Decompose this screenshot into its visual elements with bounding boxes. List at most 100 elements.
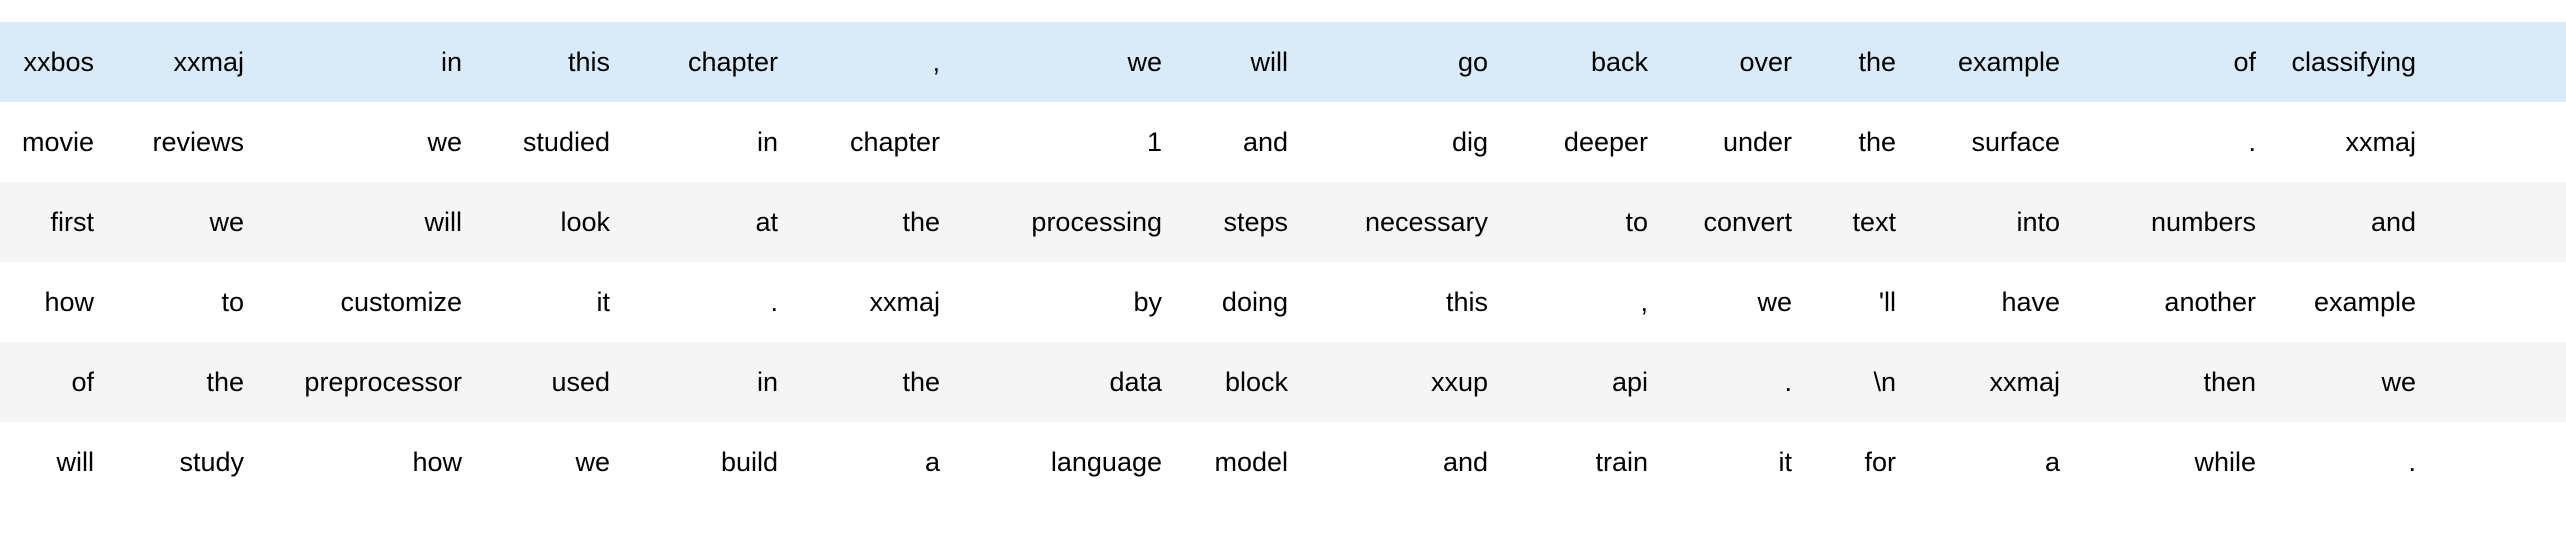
table-cell: studied <box>522 126 610 157</box>
table-cell: into <box>2016 206 2060 237</box>
table-header-cell: classifying <box>2291 46 2416 77</box>
table-header-cell: in <box>440 46 462 77</box>
tokenized-text-table: xxbos xxmaj in this chapter, we will go back over… <box>0 22 2566 502</box>
table-cell: preprocessor <box>304 366 462 397</box>
table-row: movie reviews we studied in chapter 1 and dig dee… <box>0 102 2566 182</box>
table-cell: under <box>1722 126 1792 157</box>
table-cell: example <box>2313 286 2416 317</box>
table-cell: surface <box>1971 126 2060 157</box>
table-header-cell: xxmaj <box>173 46 244 77</box>
table-cell: will <box>56 446 95 477</box>
table-cell: . <box>1784 366 1792 397</box>
table-header-cell: example <box>1957 46 2060 77</box>
table-cell: used <box>551 366 610 397</box>
table-cell <box>2430 262 2566 342</box>
table-cell: xxmaj <box>869 286 940 317</box>
table-header-cell: we <box>1127 46 1162 77</box>
table-cell: processing <box>1031 206 1162 237</box>
table-cell: necessary <box>1364 206 1488 237</box>
table-cell: first <box>50 206 95 237</box>
table-cell: block <box>1224 366 1288 397</box>
table-cell: data <box>1109 366 1162 397</box>
table-cell: of <box>71 366 94 397</box>
table-cell: numbers <box>2150 206 2256 237</box>
table-cell: have <box>2001 286 2060 317</box>
table-cell: it <box>1778 446 1793 477</box>
table-cell: in <box>756 126 778 157</box>
table-cell: and <box>1242 126 1288 157</box>
table-cell: study <box>179 446 244 477</box>
table-cell: the <box>902 366 940 397</box>
table-cell: it <box>596 286 611 317</box>
table-cell: how <box>44 286 94 317</box>
table-cell: we <box>427 126 462 157</box>
table-cell <box>2430 422 2566 502</box>
table-cell: then <box>2203 366 2256 397</box>
table-row: will study how we build a language model and trai… <box>0 422 2566 502</box>
table-cell: and <box>2370 206 2416 237</box>
table-cell: the <box>1858 126 1896 157</box>
table-body: xxbos xxmaj in this chapter, we will go back over… <box>0 22 2566 502</box>
table-header-cell <box>2430 22 2566 102</box>
table-header-cell: , <box>932 46 940 77</box>
table-row: of the preprocessor used in the data block xxup a… <box>0 342 2566 422</box>
table-cell <box>2430 102 2566 182</box>
table-cell: will <box>424 206 463 237</box>
table-cell: at <box>755 206 778 237</box>
table-cell: in <box>756 366 778 397</box>
table-header-cell: chapter <box>687 46 778 77</box>
table-cell: 'll <box>1878 286 1896 317</box>
table-cell: xxmaj <box>2345 126 2416 157</box>
table-cell: train <box>1595 446 1648 477</box>
table-cell: how <box>412 446 462 477</box>
table-cell: we <box>2381 366 2416 397</box>
table-cell: and <box>1442 446 1488 477</box>
table-cell: \n <box>1873 366 1896 397</box>
table-header-cell: back <box>1590 46 1648 77</box>
table-cell: model <box>1214 446 1288 477</box>
table-cell <box>2430 342 2566 422</box>
table-cell: . <box>2248 126 2256 157</box>
table-cell: xxmaj <box>1989 366 2060 397</box>
table-cell <box>2430 182 2566 262</box>
table-cell: deeper <box>1563 126 1648 157</box>
table-cell: xxup <box>1430 366 1488 397</box>
table-header-cell: will <box>1250 46 1289 77</box>
table-cell: a <box>924 446 940 477</box>
table-cell: this <box>1445 286 1488 317</box>
table-cell: the <box>902 206 940 237</box>
table-cell: language <box>1050 446 1162 477</box>
table-header-cell: go <box>1457 46 1488 77</box>
table-header-cell: of <box>2233 46 2256 77</box>
table-cell: dig <box>1451 126 1488 157</box>
table-cell: customize <box>340 286 462 317</box>
table-cell: convert <box>1703 206 1792 237</box>
table-cell: a <box>2044 446 2060 477</box>
table-cell: chapter <box>849 126 940 157</box>
table-cell: movie <box>21 126 94 157</box>
table-cell: , <box>1640 286 1648 317</box>
table-cell: to <box>1625 206 1648 237</box>
table-cell: look <box>560 206 610 237</box>
table-header-cell: over <box>1739 46 1792 77</box>
table-cell: another <box>2164 286 2256 317</box>
table-cell: we <box>575 446 610 477</box>
table-cell: 1 <box>1146 126 1162 157</box>
table-cell: . <box>2408 446 2416 477</box>
table-cell: the <box>206 366 244 397</box>
table-header-cell: xxbos <box>23 46 94 77</box>
table-header-cell: the <box>1858 46 1896 77</box>
table-cell: to <box>221 286 244 317</box>
table-cell: api <box>1611 366 1648 397</box>
table-cell: reviews <box>152 126 244 157</box>
table-cell: text <box>1852 206 1896 237</box>
table-cell: build <box>720 446 778 477</box>
table-cell: by <box>1133 286 1162 317</box>
table-cell: steps <box>1223 206 1288 237</box>
table-cell: while <box>2194 446 2256 477</box>
table-cell: for <box>1864 446 1896 477</box>
